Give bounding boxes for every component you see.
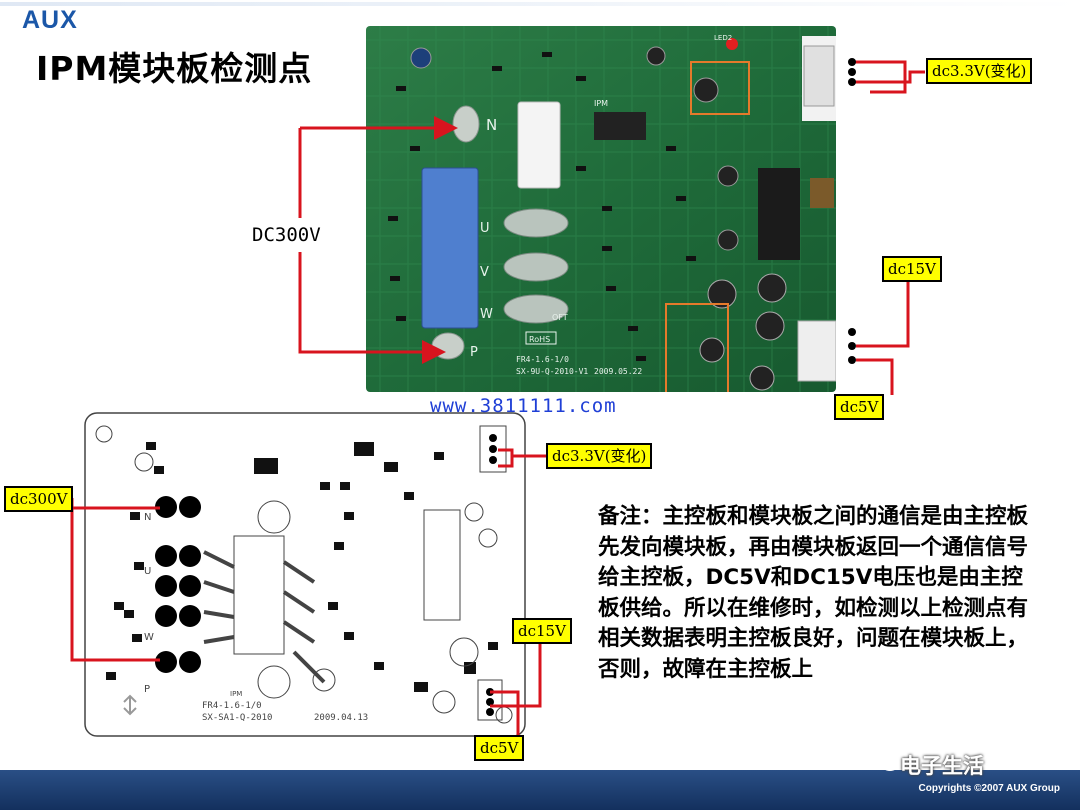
capacitor [755, 311, 785, 341]
crystal-component [810, 178, 834, 208]
drawing-silk-w: W [144, 632, 154, 643]
capacitor [646, 46, 666, 66]
label-dc15v-bottom: dc15V [512, 618, 572, 644]
silk-p: P [470, 345, 478, 360]
double-arrow-icon [123, 694, 137, 716]
footer-bar: Copyrights ©2007 AUX Group [0, 770, 1080, 810]
wire-dc33v-top-2 [852, 70, 925, 84]
ic-chip-main [758, 168, 800, 260]
label-dc15v-top: dc15V [882, 256, 942, 282]
silk-fr4: FR4-1.6-1/0 [516, 355, 569, 364]
connector-bottom-right [797, 320, 836, 382]
watermark-text: 电子生活 [900, 754, 984, 778]
capacitor [693, 77, 719, 103]
ipm-outline [233, 535, 285, 655]
label-dc5v-bottom: dc5V [474, 735, 525, 761]
label-dc5v-top: dc5V [834, 394, 885, 420]
aux-logo: AUX [22, 6, 78, 34]
ic-chip-small [594, 112, 646, 140]
capacitor [707, 279, 737, 309]
wire-dc5v-top [856, 358, 894, 395]
copyright-text: Copyrights ©2007 AUX Group [918, 783, 1060, 794]
label-dc33v-top: dc3.3V(变化) [926, 58, 1033, 84]
label-dc300v-box: dc300V [4, 486, 74, 512]
probe-tips [848, 58, 856, 364]
pad-p [431, 332, 465, 360]
drawing-silk-date: 2009.04.13 [314, 713, 368, 723]
capacitor [699, 337, 725, 363]
label-dc33v-bottom: dc3.3V(变化) [546, 443, 653, 469]
silk-w: W [480, 307, 493, 322]
drawing-silk-p: P [144, 684, 150, 695]
note-text: 备注：主控板和模块板之间的通信是由主控板先发向模块板，再由模块板返回一个通信信号… [598, 504, 1029, 682]
drawing-silk-u: U [144, 566, 151, 577]
silk-n: N [486, 116, 497, 134]
pad-v [503, 252, 569, 282]
silk-date: 2009.05.22 [594, 367, 642, 376]
blue-film-capacitor [421, 167, 479, 329]
wire-dc15v-top [856, 282, 910, 348]
connector-housing [803, 45, 835, 107]
mount-hole [257, 500, 291, 534]
capacitor [410, 47, 432, 69]
capacitor [757, 273, 787, 303]
silk-led2: LED2 [714, 34, 732, 42]
drawing-silk-n: N [144, 512, 151, 523]
drawing-silk-model: SX-SA1-Q-2010 [202, 713, 272, 723]
capacitor [717, 229, 739, 251]
silk-v: V [480, 265, 489, 280]
mount-hole [257, 665, 291, 699]
pad-n [452, 105, 480, 143]
wechat-icon [873, 752, 899, 771]
ic-outline [423, 509, 461, 621]
silk-u: U [480, 221, 490, 236]
ipm-board-drawing: N U W P IPM FR4-1.6-1/0 SX-SA1-Q-2010 20… [84, 412, 526, 737]
highlight-5v [665, 303, 729, 392]
rohs-mark [525, 331, 557, 345]
highlight-3v3 [690, 61, 750, 115]
silk-model: SX-9U-Q-2010-V1 [516, 367, 588, 376]
page-title: IPM模块板检测点 [36, 49, 313, 88]
pad-u [503, 208, 569, 238]
ipm-board-photo: N U V W P IPM OFT LED2 RoHS FR4-1.6-1/0 … [366, 26, 836, 392]
drawing-silk-fr4: FR4-1.6-1/0 [202, 701, 262, 711]
mount-hole [95, 425, 113, 443]
led-red [726, 38, 738, 50]
website-url: www.3811111.com [430, 395, 617, 417]
capacitor [717, 165, 739, 187]
drawing-caps [134, 452, 498, 714]
big-pads [155, 496, 201, 673]
pad-w [503, 294, 569, 324]
label-dc300v: DC300V [252, 224, 321, 246]
top-rule [0, 2, 1080, 6]
capacitor [749, 365, 775, 391]
wire-dc33v-top [852, 60, 907, 94]
silk-ipm: IPM [594, 99, 608, 108]
white-resistor [517, 101, 561, 189]
drawing-traces [203, 550, 326, 684]
silk-oft: OFT [552, 313, 568, 322]
drawing-silk-ipm: IPM [230, 690, 242, 698]
silk-rohs: RoHS [529, 335, 550, 344]
